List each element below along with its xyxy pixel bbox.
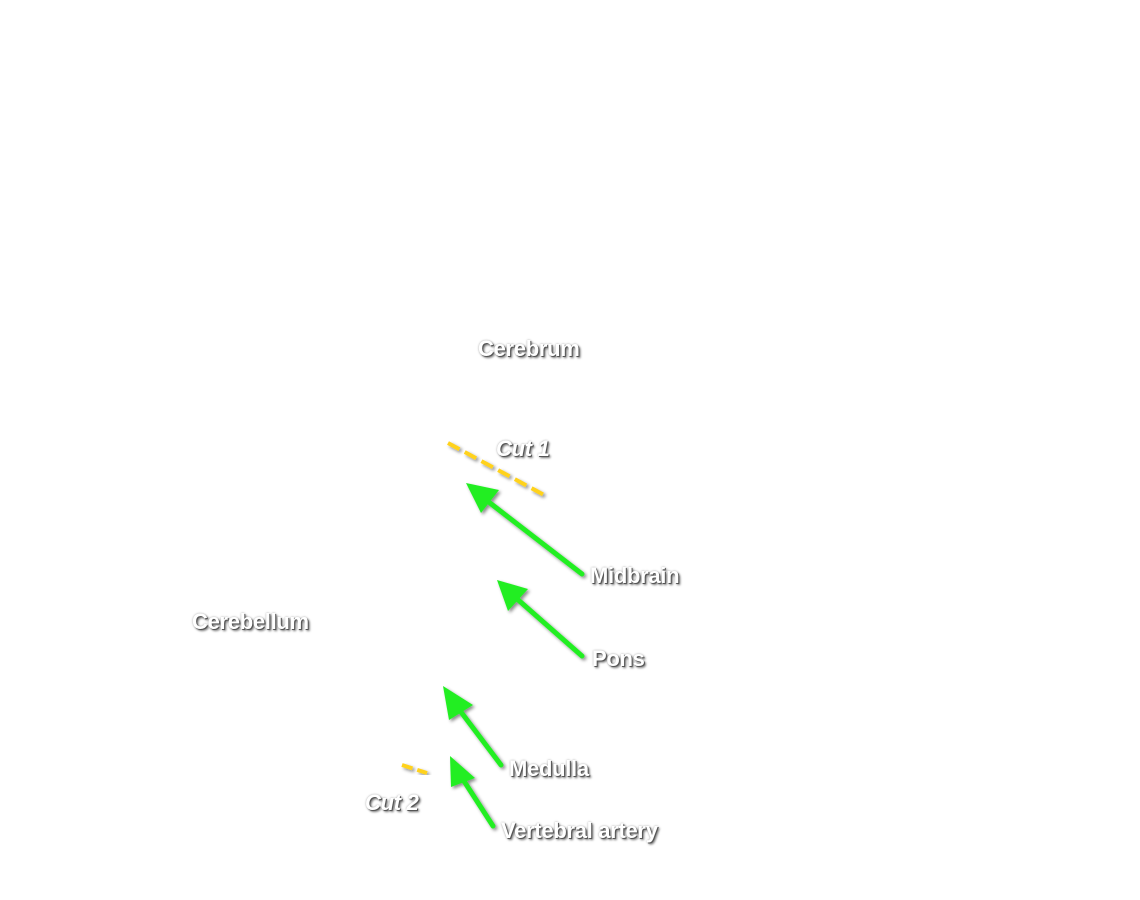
- medulla-arrow: [443, 686, 504, 768]
- vertebral-artery-arrow: [450, 756, 496, 829]
- pons-arrow: [497, 580, 585, 659]
- midbrain-arrow: [466, 483, 585, 577]
- medulla-label: Medulla: [509, 756, 589, 781]
- cut2-label: Cut 2: [365, 790, 419, 815]
- cerebrum-label: Cerebrum: [478, 336, 580, 361]
- vertebral-artery-label: Vertebral artery: [501, 818, 658, 843]
- pons-label: Pons: [592, 646, 645, 671]
- midbrain-label: Midbrain: [590, 563, 680, 588]
- cut1-label: Cut 1: [496, 436, 550, 461]
- cut2-line: [401, 763, 428, 775]
- cerebellum-label: Cerebellum: [192, 609, 309, 634]
